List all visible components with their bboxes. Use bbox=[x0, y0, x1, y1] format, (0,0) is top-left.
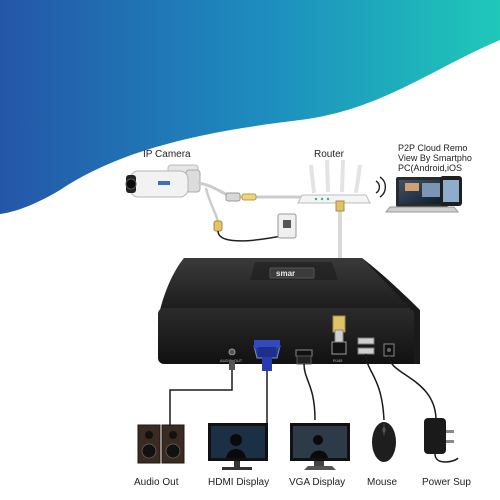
wifi-signal-icon bbox=[375, 176, 386, 198]
ip-camera-label: IP Camera bbox=[143, 149, 191, 160]
mouse-label: Mouse bbox=[367, 477, 397, 488]
camera-cable-2 bbox=[204, 187, 220, 223]
vga-display bbox=[290, 423, 350, 470]
rj45-port bbox=[331, 341, 347, 355]
audio-out-port bbox=[228, 348, 236, 356]
power-supply-label: Power Sup bbox=[422, 477, 471, 488]
p2p-devices bbox=[384, 176, 462, 213]
vga-plug bbox=[254, 340, 280, 371]
usb-port-top bbox=[357, 337, 375, 345]
hdmi-display bbox=[208, 423, 268, 470]
audio-out-label: Audio Out bbox=[134, 477, 179, 488]
usb-port-bottom bbox=[357, 347, 375, 355]
adapter-cable bbox=[217, 230, 283, 242]
brand-badge bbox=[269, 267, 315, 279]
router-label: Router bbox=[314, 149, 345, 160]
header-banner bbox=[0, 0, 500, 214]
mouse bbox=[372, 422, 396, 462]
router bbox=[297, 159, 371, 204]
p2p-line-2: View By Smartpho bbox=[398, 153, 472, 163]
nvr-box: smar AUDIO OUT RJ45 bbox=[158, 258, 420, 364]
p2p-line-1: P2P Cloud Remo bbox=[398, 143, 467, 153]
brand-text: smar bbox=[276, 269, 295, 278]
power-supply bbox=[424, 418, 459, 463]
accessory-cables bbox=[169, 353, 437, 425]
speakers bbox=[137, 424, 185, 464]
vga-display-label: VGA Display bbox=[289, 477, 345, 488]
p2p-line-3: PC(Android,iOS bbox=[398, 163, 462, 173]
ip-camera bbox=[125, 164, 201, 198]
rj45-port-label: RJ45 bbox=[333, 358, 343, 363]
hdmi-port bbox=[295, 349, 313, 357]
hdmi-display-label: HDMI Display bbox=[208, 477, 269, 488]
